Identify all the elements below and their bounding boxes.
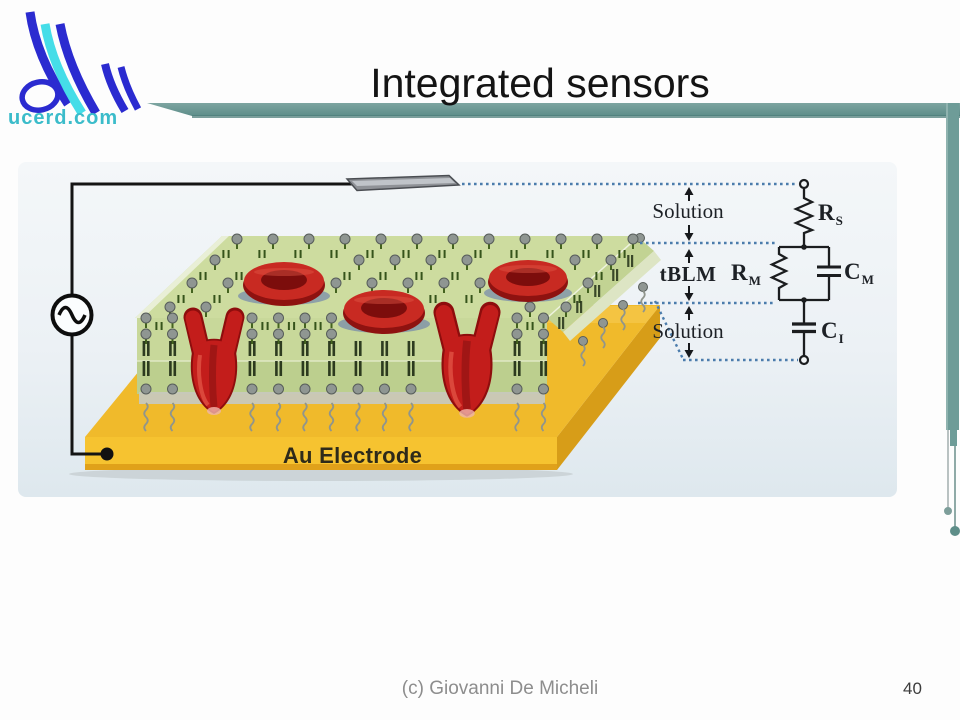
ring-protein	[484, 260, 572, 302]
right-accent-bar-step	[950, 430, 957, 446]
equivalent-circuit	[769, 178, 841, 366]
label-ci: CI	[821, 318, 844, 346]
circuit-node-bottom	[798, 354, 810, 366]
biosensor-diagram	[50, 174, 841, 481]
capacitor-ci	[792, 300, 816, 356]
right-accent-tail-line	[947, 430, 949, 510]
top-accent-bar	[147, 103, 960, 116]
page-number: 40	[903, 679, 922, 698]
probe-electrode	[345, 174, 461, 192]
ac-source-icon	[50, 293, 94, 337]
right-accent-tail-line	[954, 446, 956, 529]
top-accent-bar-shadow	[192, 115, 960, 118]
label-cm: CM	[844, 259, 874, 287]
label-rm: RM	[731, 260, 761, 288]
lipid-array	[140, 233, 648, 432]
circuit-node-top	[798, 178, 810, 190]
ring-protein	[338, 290, 430, 334]
spacer-layer	[139, 392, 545, 404]
right-accent-tail-dot	[950, 526, 960, 536]
excitation-wire	[70, 182, 352, 461]
capacitor-cm	[817, 247, 841, 300]
footer-credit: (c) Giovanni De Micheli	[401, 678, 599, 699]
layer-arrows	[684, 187, 694, 358]
right-accent-tail-dot	[944, 507, 952, 515]
label-solution-bottom: Solution	[652, 319, 724, 343]
contact-dot	[100, 447, 114, 461]
electrode-label: Au Electrode	[282, 443, 423, 468]
boundary-lines	[462, 182, 798, 362]
resistor-rs	[793, 188, 816, 247]
page-title: Integrated sensors	[370, 60, 710, 107]
electrode-boundary	[653, 300, 798, 362]
label-tblm: tBLM	[659, 262, 717, 286]
ucerd-logo-text: ucerd.com	[8, 107, 119, 129]
channel-protein	[433, 301, 501, 418]
ucerd-logo: ucerd.com	[6, 4, 166, 144]
label-rs: RS	[818, 200, 843, 228]
right-accent-bar	[946, 103, 959, 430]
ring-protein	[238, 262, 330, 306]
label-solution-top: Solution	[652, 199, 724, 223]
resistor-rm	[769, 247, 789, 300]
channel-protein	[183, 307, 245, 415]
sensor-figure-panel	[18, 162, 897, 497]
ucerd-logo-strokes	[19, 11, 142, 116]
